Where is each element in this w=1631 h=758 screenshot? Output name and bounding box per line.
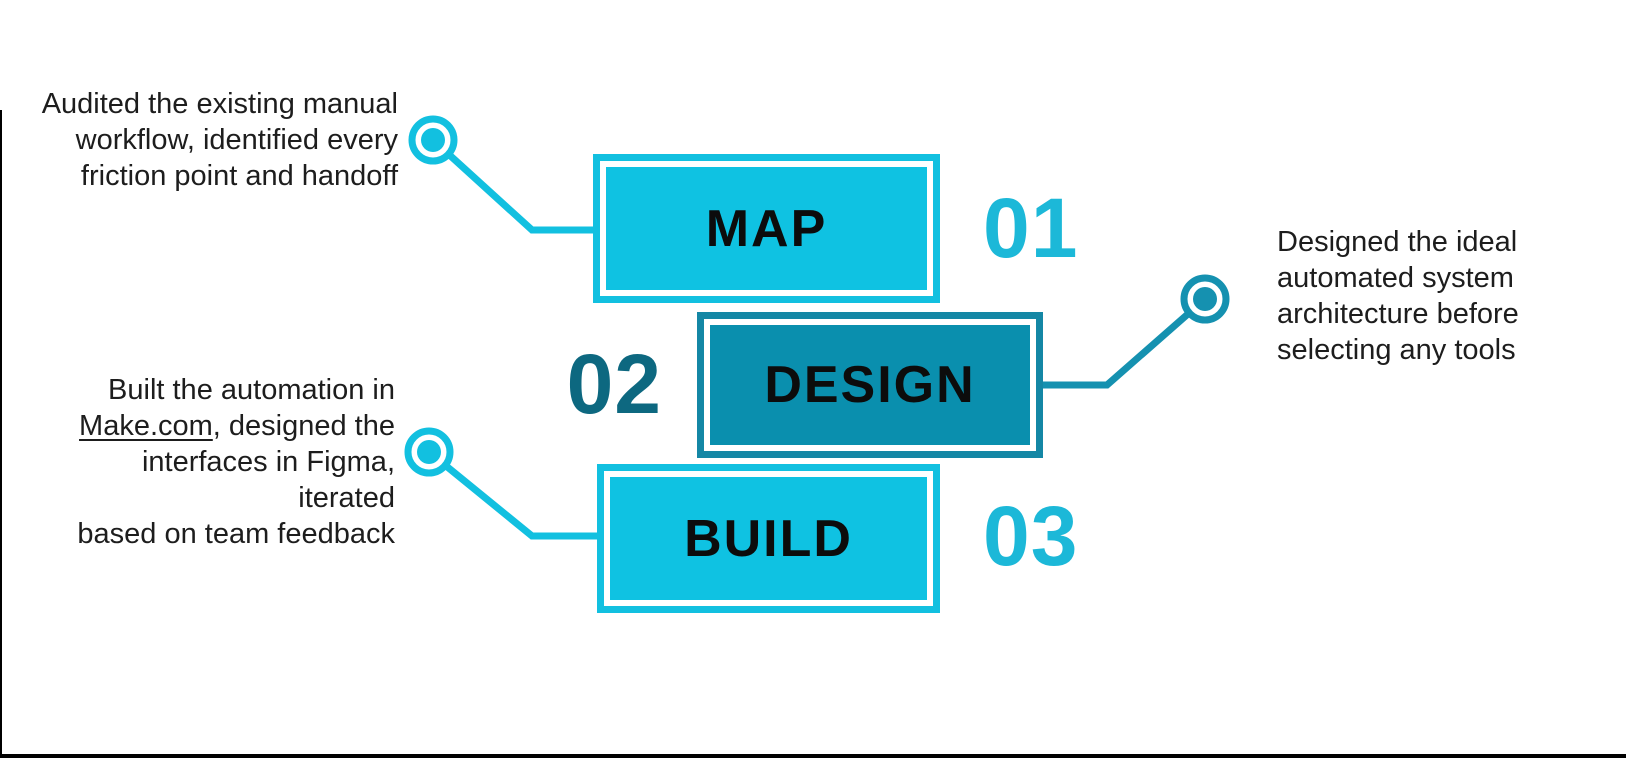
- annotation-map: Audited the existing manual workflow, id…: [40, 86, 398, 194]
- map-connector-line: [430, 137, 600, 234]
- step-box-design: DESIGN: [697, 312, 1043, 458]
- design-node-dot-icon: [1193, 287, 1217, 311]
- annotation-build: Built the automation in Make.com, design…: [38, 372, 395, 552]
- annotation-design-line3: architecture before: [1277, 298, 1519, 330]
- annotation-design-line4: selecting any tools: [1277, 334, 1516, 366]
- map-node-dot-icon: [421, 128, 445, 152]
- design-connector-line: [1043, 296, 1208, 389]
- step-box-build: BUILD: [597, 464, 940, 613]
- step-label-build: BUILD: [684, 509, 853, 568]
- step-box-map-fill: MAP: [606, 167, 927, 290]
- step-label-design: DESIGN: [764, 356, 976, 414]
- build-connector-line: [426, 449, 604, 540]
- annotation-build-line2: Make.com, designed the: [38, 408, 395, 444]
- step-number-01: 01: [983, 181, 1079, 275]
- annotation-design-line1: Designed the ideal: [1277, 226, 1518, 258]
- make-com-link[interactable]: Make.com: [79, 410, 213, 442]
- annotation-build-line4: based on team feedback: [77, 518, 395, 550]
- step-number-03: 03: [983, 489, 1079, 583]
- build-node-dot-icon: [417, 440, 441, 464]
- annotation-build-line1: Built the automation in: [108, 374, 395, 406]
- annotation-design-line2: automated system: [1277, 262, 1514, 294]
- step-label-map: MAP: [705, 199, 828, 258]
- step-box-build-fill: BUILD: [610, 477, 927, 600]
- annotation-build-line3: interfaces in Figma, iterated: [141, 446, 395, 514]
- annotation-build-line2-rest: , designed the: [212, 410, 395, 442]
- annotation-design: Designed the ideal automated system arch…: [1277, 224, 1617, 368]
- annotation-map-line1: Audited the existing manual: [41, 88, 398, 120]
- step-box-design-fill: DESIGN: [710, 325, 1030, 445]
- frame-bottom-border: [0, 754, 1626, 758]
- annotation-map-line3: friction point and handoff: [80, 160, 398, 192]
- frame-left-border: [0, 110, 2, 758]
- step-number-02: 02: [566, 337, 662, 431]
- step-box-map: MAP: [593, 154, 940, 303]
- annotation-map-line2: workflow, identified every: [75, 124, 398, 156]
